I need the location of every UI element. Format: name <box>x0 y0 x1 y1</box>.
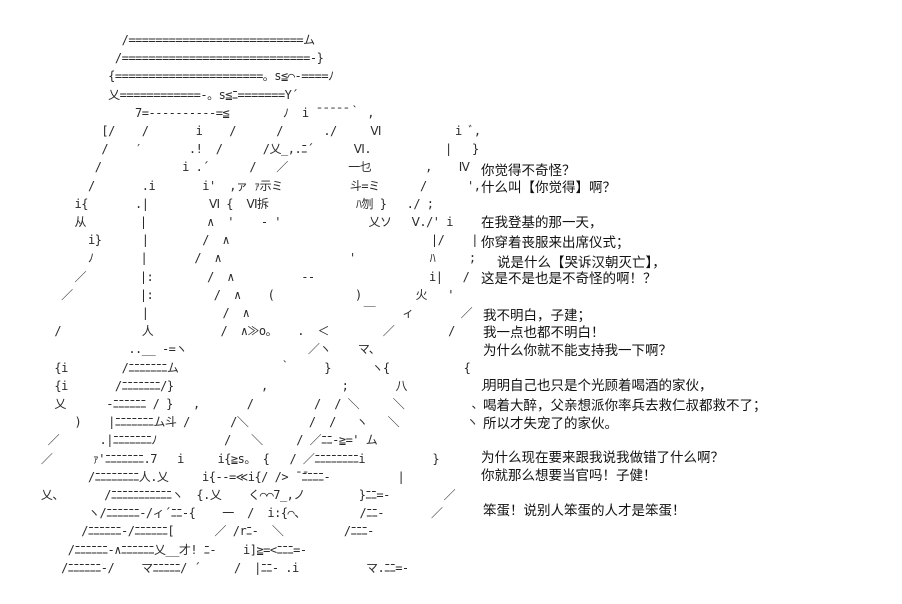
art-line: 乂 -ﾆﾆﾆﾆﾆﾆ / } , / / / ＼ ＼ 、 <box>14 397 484 411</box>
dialogue-line: 为什么现在要来跟我说我做错了什么啊？ <box>481 450 724 466</box>
art-line: / 人 / ∧≫o。 . ＜ ／ / <box>14 324 455 339</box>
dialogue-line: 这是不是也是不奇怪的啊！？ <box>481 271 657 287</box>
art-line: ／ ｧ'ﾆﾆﾆﾆﾆﾆﾆ.7 i i{≧s。 { / ／ﾆﾆﾆﾆﾆﾆﾆﾆi } <box>14 451 440 466</box>
dialogue-line: 我不明白，子建； <box>483 308 591 324</box>
dialogue-line: 喝着大醉，父亲想派你率兵去救仁叔都救不了； <box>483 398 767 414</box>
art-line: 乂============-。s≦ﾆ=======Y´ <box>14 87 299 102</box>
art-line: [/ / i / / ./ Ⅵ i ﾞ, <box>14 124 481 138</box>
dialogue-line: 为什么你就不能支持我一下啊？ <box>483 343 672 359</box>
dialogue-line: 什么叫【你觉得】啊？ <box>481 180 616 196</box>
art-line: i{ .| Ⅵ { Ⅵ拆 ﾊ刎 } ./ ; <box>14 196 434 211</box>
art-line: ／ |: / ∧ -- i| / ./ <box>14 269 484 284</box>
art-line: {i /ﾆﾆﾆﾆﾆﾆﾆム ｀ } ヽ{ { <box>14 360 471 375</box>
art-line: ／ |: / ∧ ( ) ⽕ ' / <box>14 287 484 302</box>
dialogue-text: 你觉得不奇怪？什么叫【你觉得】啊？ 在我登基的那一天， 你穿着丧服来出席仪式； 说是什… <box>481 0 896 604</box>
art-line: /ﾆﾆﾆﾆﾆﾆﾆﾆ人.乂 i{--=≪i{/ /> ̄ ̄ﾆﾆﾆﾆ- | <box>14 469 405 484</box>
art-line: /ﾆﾆﾆﾆﾆﾆ-/ﾆﾆﾆﾆﾆﾆ[ ／ /rﾆ- ＼ /ﾆﾆﾆ- <box>14 524 374 539</box>
dialogue-line: 所以才失宠了的家伙。 <box>483 416 618 432</box>
art-line: ／ .|ﾆﾆﾆﾆﾆﾆﾆﾉ / ＼ / ／ﾆﾆ-≧=' ム <box>14 433 378 448</box>
art-line: {i /ﾆﾆﾆﾆﾆﾆﾆ/} , ; 八 人 <box>14 378 484 393</box>
dialogue-line: 说是什么【哭诉汉朝灭亡】， <box>497 255 666 271</box>
art-line: ﾉ | / ∧ ' ﾊ ; <box>14 251 476 266</box>
art-line: / ′ .! / /乂_,.ﾆ´ Ⅵ. | } <box>14 142 479 157</box>
dialogue-line: 笨蛋！说别人笨蛋的人才是笨蛋！ <box>483 503 686 519</box>
art-line: 从 | ∧ ' - ' 乂ソ Ⅴ./' i i{ <box>14 215 484 229</box>
dialogue-line: 明明自己也只是个光顾着喝酒的家伙， <box>483 378 713 394</box>
art-line: /ﾆﾆﾆﾆﾆﾆ-/ マﾆﾆﾆﾆﾆ/ ´ / |ﾆﾆ- .i マ.ﾆﾆ=- <box>14 560 409 575</box>
art-line: /ﾆﾆﾆﾆﾆﾆ-∧ﾆﾆﾆﾆﾆﾆ乂__才! ﾆ- i]≧=<ﾆﾆﾆ=- <box>14 542 307 557</box>
art-line: /==========================ム <box>14 33 316 47</box>
art-line: i} | / ∧ |/ | i| <box>14 233 484 248</box>
art-line: 7=----------=≦ ﾉ i ̄ ̄ ̄ ̄ ̄ ｀ , <box>14 105 374 120</box>
art-line: ..__ -=ヽ ／ヽ マ、 <box>14 342 381 357</box>
ascii-art-figure: /==========================ム /==========… <box>14 30 484 590</box>
dialogue-line: 你穿着丧服来出席仪式； <box>481 235 630 251</box>
art-line: ヽ/ﾆﾆﾆﾆﾆﾆ-/ィ´ﾆﾆ-{ 一 / i:{⌒、 /ﾆﾆ- ／ <box>14 506 443 521</box>
dialogue-line: 你觉得不奇怪？ <box>481 163 576 179</box>
art-line: {======================。s≦⌒-====ﾉ <box>14 69 334 84</box>
art-line: | / ∧ ￣ ィ ／ / <box>14 306 484 320</box>
art-line: / i .´ / ／ 一乜 , Ⅳ <box>14 160 470 175</box>
art-line: 乂、 /ﾆﾆﾆﾆﾆﾆﾆﾆﾆﾆﾆヽ {.乂 く⌒⌒7_,ノ }ﾆﾆ=- ／ <box>14 488 456 502</box>
art-line: /============================-} <box>14 51 324 66</box>
dialogue-line: 你就那么想要当官吗！子健！ <box>481 468 657 484</box>
art-line: ) |ﾆﾆﾆﾆﾆﾆﾆム斗 / /＼ / / ヽ ＼ ヽ <box>14 415 479 430</box>
art-line: / .i i' ,ァ ｧ示ミ 斗=ミ / ', <box>14 178 481 193</box>
dialogue-line: 在我登基的那一天， <box>481 215 603 231</box>
dialogue-line: 我一点也都不明白！ <box>483 325 605 341</box>
